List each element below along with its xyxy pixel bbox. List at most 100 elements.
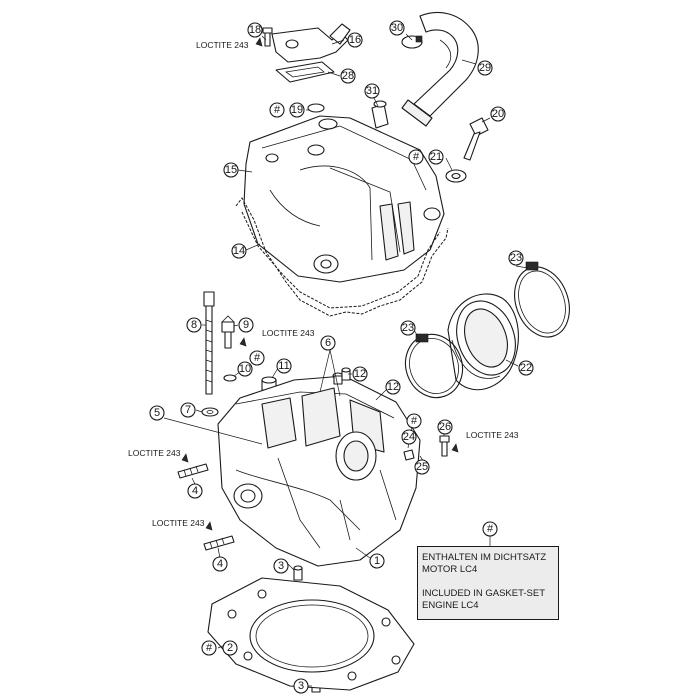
sleeve-part-11: [261, 376, 277, 391]
loctite-drop-9: [239, 337, 247, 347]
callout-19: 19: [289, 102, 305, 118]
washer-part-21: [445, 169, 467, 183]
svg-text:28: 28: [342, 70, 354, 82]
svg-text:2: 2: [227, 642, 233, 654]
callout-15: 15: [223, 162, 239, 178]
callout-4-upper: 4: [187, 483, 203, 499]
hose-clamp-part-23-upper: [514, 261, 570, 338]
loctite-drop-18: [255, 37, 263, 47]
callout-3-lower: 3: [293, 678, 309, 694]
thermostat-housing-part-16: [271, 23, 351, 63]
callout-14: 14: [231, 243, 247, 259]
svg-text:#: #: [254, 352, 261, 364]
callout-6: 6: [320, 335, 336, 351]
callout-30: 30: [389, 20, 405, 36]
svg-text:9: 9: [243, 319, 249, 331]
loctite-drop-4-lower: [205, 521, 213, 531]
head-gasket-part-2: [207, 577, 415, 691]
cylinder-head-part-1: [217, 372, 421, 567]
loctite-drop-26: [451, 443, 459, 453]
svg-text:24: 24: [403, 431, 415, 443]
callout-28: 28: [340, 68, 356, 84]
svg-text:5: 5: [154, 407, 160, 419]
callout-9: 9: [238, 317, 254, 333]
loctite-label-18: LOCTITE 243: [196, 40, 249, 50]
note-line-1: ENTHALTEN IM DICHTSATZ: [422, 552, 547, 563]
callout-4-lower: 4: [212, 556, 228, 572]
callout-20: 20: [490, 106, 506, 122]
callout-hash-2: #: [201, 640, 217, 656]
washer-part-7: [201, 407, 219, 417]
hose-clamp-part-30: [401, 35, 423, 49]
callout-16: 16: [347, 32, 363, 48]
nut-part-24: [403, 449, 415, 461]
svg-text:26: 26: [439, 421, 451, 433]
callout-29: 29: [477, 60, 493, 76]
svg-text:23: 23: [402, 322, 414, 334]
loctite-label-9: LOCTITE 243: [262, 328, 315, 338]
svg-text:#: #: [413, 151, 420, 163]
callout-8: 8: [186, 317, 202, 333]
svg-text:#: #: [274, 104, 281, 116]
svg-text:3: 3: [278, 560, 284, 572]
hose-part-29: [401, 12, 479, 127]
fitting-part-31: [371, 100, 389, 129]
valve-cover-gasket-part-14: [235, 197, 449, 317]
svg-text:6: 6: [325, 337, 331, 349]
callout-12-upper: 12: [352, 366, 368, 382]
o-ring-part-19: [307, 103, 325, 113]
valve-cover-part-15: [243, 115, 445, 283]
callout-10: 10: [237, 361, 253, 377]
svg-text:#: #: [411, 415, 418, 427]
callout-23-upper: 23: [508, 250, 524, 266]
callout-hash-24: #: [406, 413, 422, 429]
callout-7: 7: [180, 402, 196, 418]
callout-1: 1: [369, 553, 385, 569]
loctite-drop-4-upper: [181, 453, 189, 463]
svg-text:14: 14: [233, 245, 245, 257]
gasket-set-note: ENTHALTEN IM DICHTSATZ MOTOR LC4 INCLUDE…: [417, 546, 559, 620]
svg-text:16: 16: [349, 34, 361, 46]
stud-part-4-lower: [203, 535, 235, 551]
leader-lines: [163, 33, 529, 687]
callout-hash-19: #: [269, 102, 285, 118]
svg-text:18: 18: [249, 24, 261, 36]
callout-21: 21: [428, 149, 444, 165]
svg-text:#: #: [487, 523, 494, 535]
gasket-part-28: [275, 61, 335, 83]
bolt-part-18: [262, 27, 273, 47]
svg-text:19: 19: [291, 104, 303, 116]
callout-23-lower: 23: [400, 320, 416, 336]
svg-text:12: 12: [387, 381, 399, 393]
note-line-4: ENGINE LC4: [422, 600, 479, 611]
callout-25: 25: [414, 459, 430, 475]
dowel-part-3-upper: [293, 565, 303, 581]
svg-text:20: 20: [492, 108, 504, 120]
svg-text:22: 22: [520, 362, 532, 374]
svg-text:12: 12: [354, 368, 366, 380]
loctite-label-4-lower: LOCTITE 243: [152, 518, 205, 528]
svg-text:1: 1: [374, 555, 380, 567]
valve-cover-gasket-part-14-inner: [241, 211, 441, 309]
svg-text:29: 29: [479, 62, 491, 74]
callout-hash-10: #: [249, 350, 265, 366]
svg-text:4: 4: [217, 558, 223, 570]
callout-hash-note: #: [482, 521, 498, 537]
svg-text:23: 23: [510, 252, 522, 264]
bolt-part-20: [463, 117, 489, 161]
callout-11: 11: [276, 358, 292, 374]
temperature-sensor-part-9: [221, 315, 235, 349]
svg-text:8: 8: [191, 319, 197, 331]
svg-text:21: 21: [430, 151, 442, 163]
o-ring-part-10: [223, 374, 237, 382]
bolt-part-26: [439, 435, 450, 457]
svg-text:10: 10: [239, 363, 251, 375]
loctite-label-26: LOCTITE 243: [466, 430, 519, 440]
svg-text:31: 31: [366, 85, 378, 97]
callout-12-lower: 12: [385, 379, 401, 395]
svg-text:#: #: [206, 642, 213, 654]
callout-hash-21: #: [408, 149, 424, 165]
callout-31: 31: [364, 83, 380, 99]
callout-24: 24: [401, 429, 417, 445]
